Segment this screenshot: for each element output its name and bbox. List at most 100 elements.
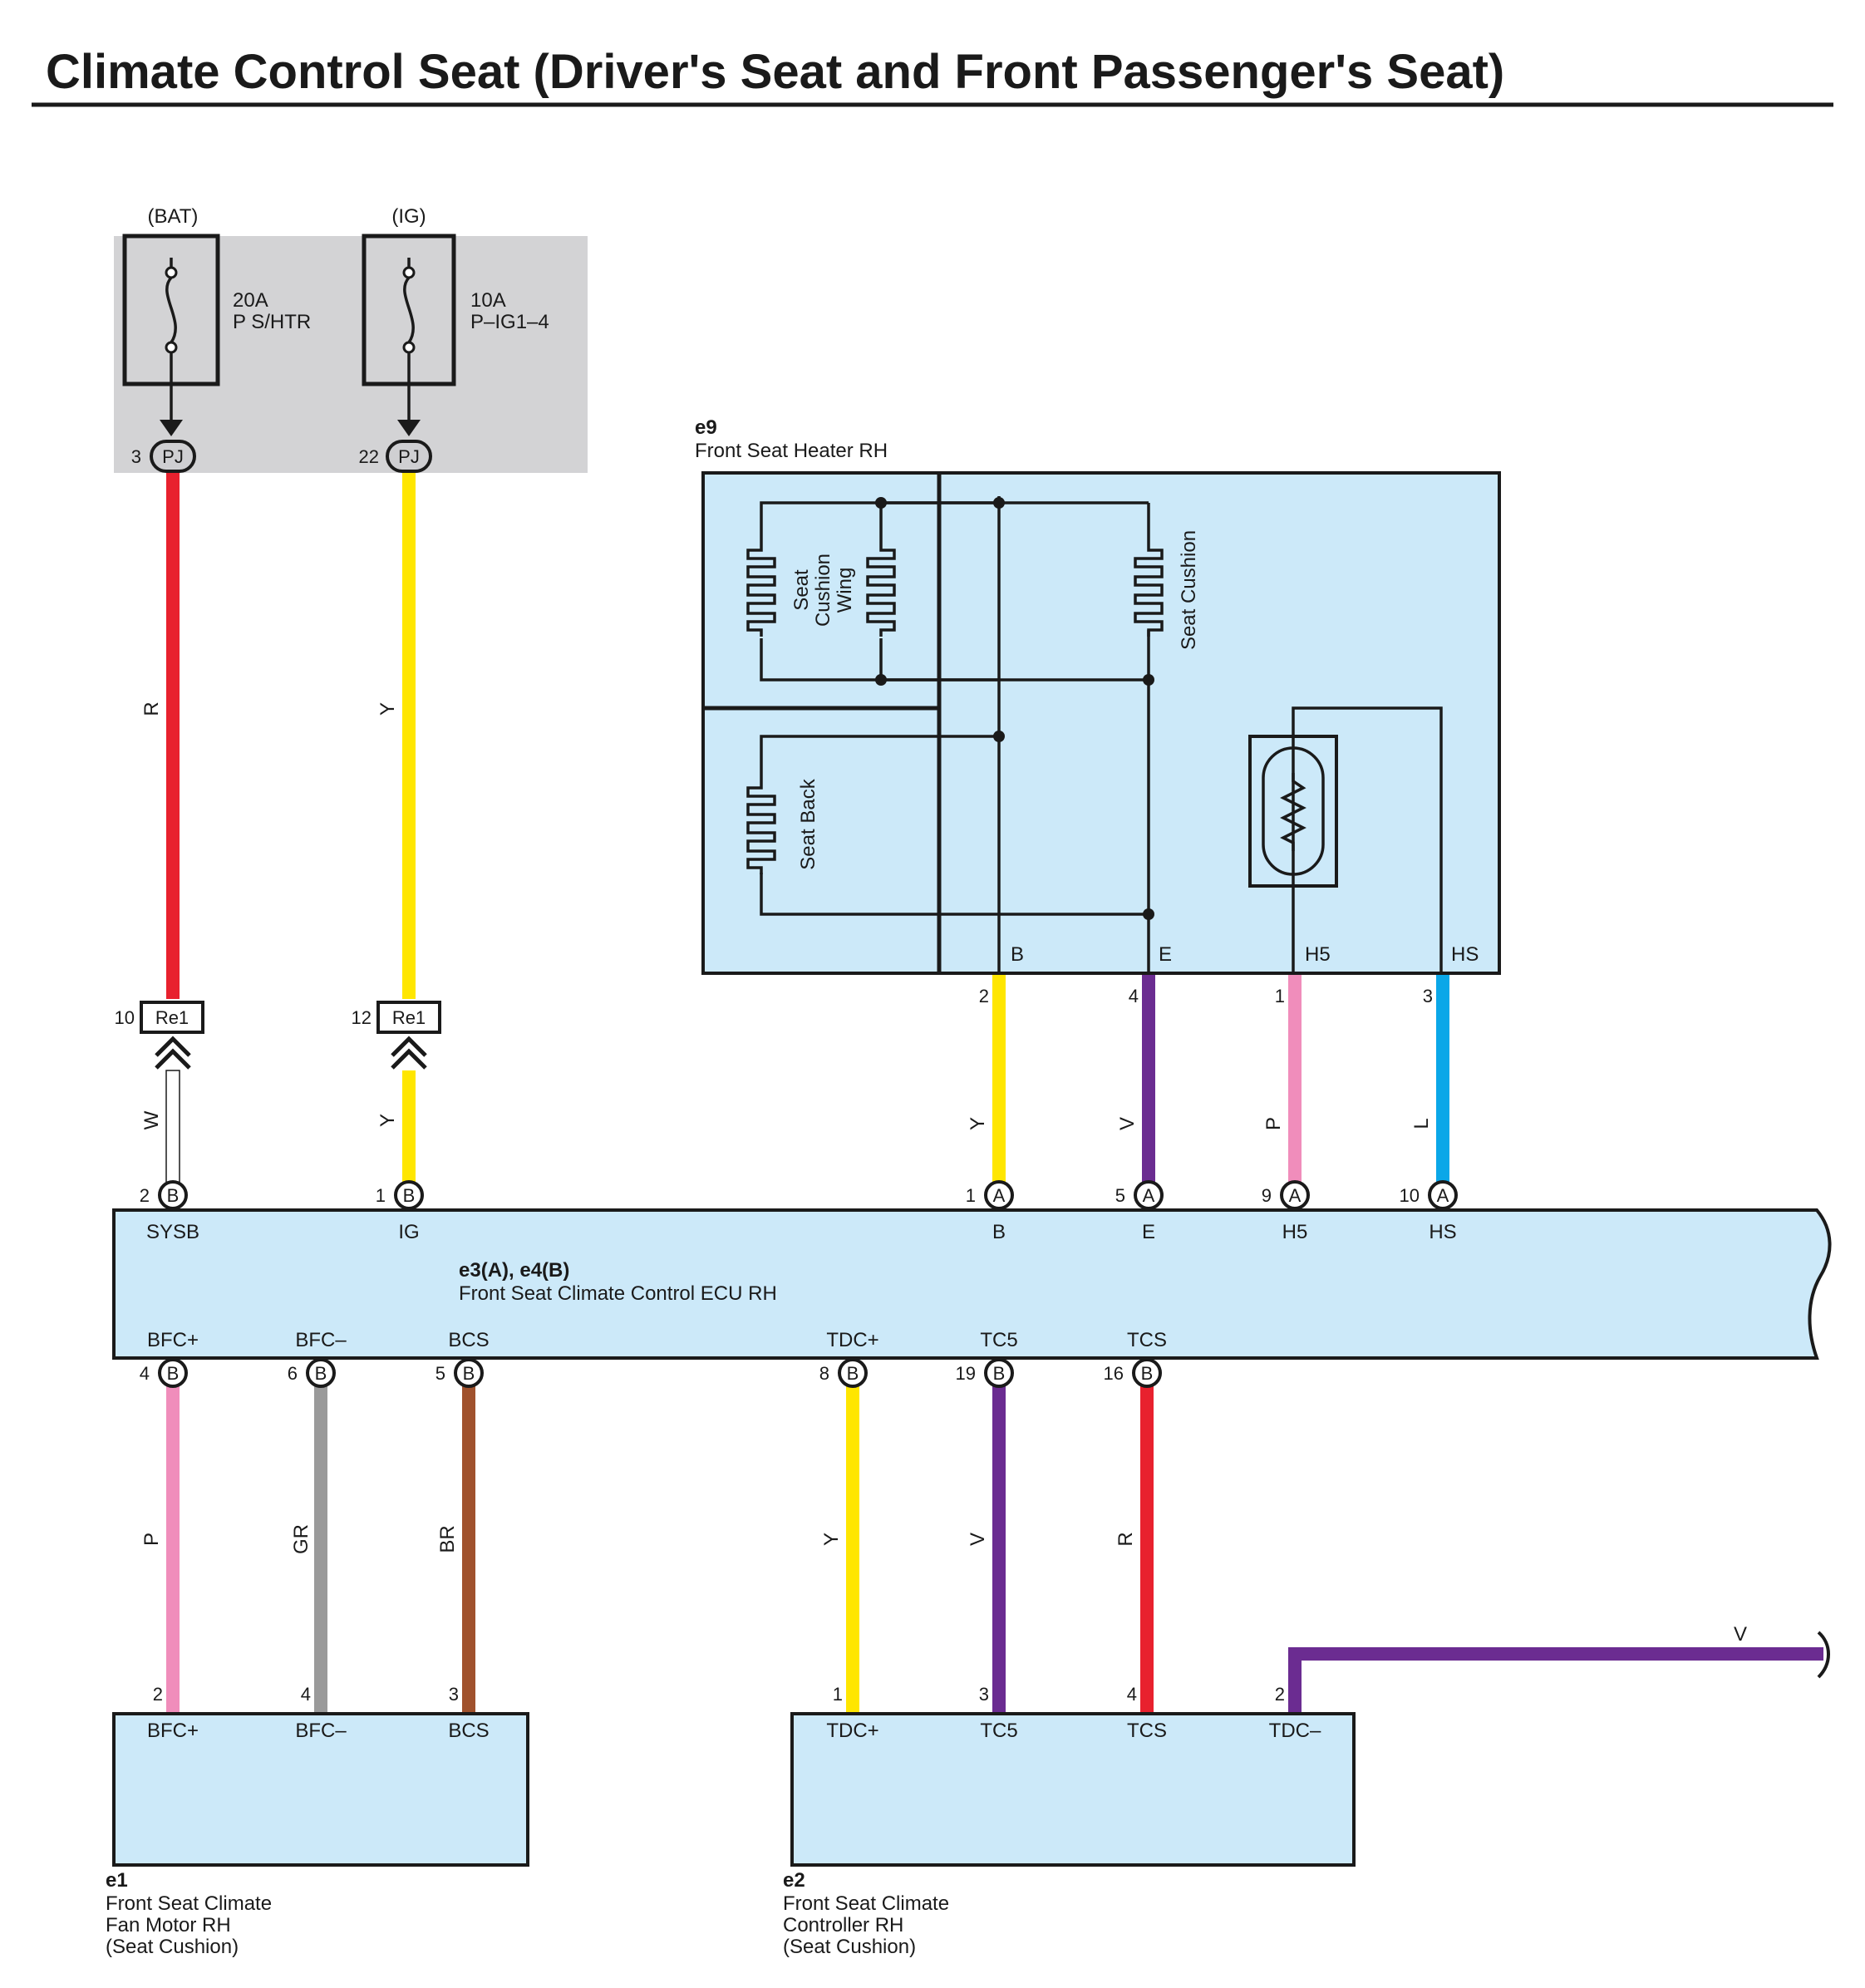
wire-code: V — [1116, 1117, 1139, 1130]
wire-code: L — [1410, 1118, 1433, 1129]
pin-number: 2 — [140, 1185, 150, 1206]
terminal-label: BCS — [448, 1329, 489, 1351]
terminal-label: E — [1159, 943, 1172, 966]
wire-code: P — [140, 1533, 163, 1546]
terminal-label: SYSB — [146, 1221, 199, 1243]
component-name: Front Seat Heater RH — [695, 440, 888, 462]
svg-text:B: B — [993, 1363, 1006, 1384]
svg-text:A: A — [1289, 1185, 1302, 1206]
svg-text:B: B — [403, 1185, 416, 1206]
fuse-source-label: (IG) — [391, 205, 426, 228]
terminal-label: E — [1142, 1221, 1155, 1243]
component-name: Fan Motor RH — [106, 1914, 231, 1936]
wire-code: Y — [820, 1533, 843, 1546]
terminal-label: TDC+ — [826, 1720, 878, 1742]
pin-number: 10 — [115, 1007, 135, 1028]
svg-text:PJ: PJ — [162, 446, 184, 467]
wire-code: BR — [436, 1525, 459, 1553]
pin-number: 2 — [979, 986, 989, 1006]
terminal-label: TC5 — [980, 1329, 1017, 1351]
terminal-label: TCS — [1127, 1329, 1167, 1351]
wire-code: V — [967, 1533, 989, 1546]
component-name: Front Seat Climate — [106, 1892, 272, 1915]
element-label-cushion: Seat Cushion — [1178, 530, 1200, 650]
component-code: e9 — [695, 416, 717, 439]
pin-number: 3 — [131, 446, 141, 467]
component-name: Front Seat Climate Control ECU RH — [459, 1282, 777, 1305]
terminal-label: HS — [1451, 943, 1479, 966]
connector-re1-12: Re1 12 — [352, 1001, 441, 1070]
terminal-label: BFC+ — [147, 1720, 199, 1742]
component-name: Front Seat Climate — [783, 1892, 949, 1915]
component-code: e2 — [783, 1869, 805, 1892]
terminal-label: BFC– — [295, 1329, 347, 1351]
pin-number: 5 — [435, 1363, 445, 1384]
pin-number: 1 — [833, 1684, 843, 1705]
pin-number: 1 — [376, 1185, 386, 1206]
fuse-area — [114, 236, 588, 473]
fuse-name: P S/HTR — [233, 311, 311, 333]
svg-text:A: A — [1143, 1185, 1155, 1206]
element-label-back: Seat Back — [797, 778, 819, 869]
fuse-source-label: (BAT) — [148, 205, 199, 228]
wire-code: Y — [967, 1117, 989, 1130]
svg-text:B: B — [1141, 1363, 1154, 1384]
svg-text:B: B — [847, 1363, 859, 1384]
component-code: e3(A), e4(B) — [459, 1259, 569, 1282]
pin-number: 1 — [1275, 986, 1285, 1006]
wire-code: Y — [376, 702, 399, 716]
svg-text:B: B — [315, 1363, 327, 1384]
svg-text:Re1: Re1 — [155, 1007, 189, 1028]
wire-w-sysb — [165, 1070, 180, 1186]
arrow-down-icon — [160, 420, 183, 436]
component-code: e1 — [106, 1869, 128, 1892]
wire-break-icon — [1817, 1631, 1830, 1679]
svg-text:A: A — [1437, 1185, 1449, 1206]
svg-text:B: B — [463, 1363, 475, 1384]
terminal-label: TDC+ — [826, 1329, 878, 1351]
connector-pj-22: PJ 22 — [359, 440, 432, 473]
element-label-wing: Wing — [834, 568, 856, 613]
pin-number: 1 — [966, 1185, 976, 1206]
pin-number: 5 — [1115, 1185, 1125, 1206]
component-name: Controller RH — [783, 1914, 903, 1936]
heater-element-icon — [1134, 544, 1164, 637]
terminal-label: HS — [1429, 1221, 1456, 1243]
double-chevron-icon — [155, 1036, 191, 1070]
wire-code: R — [140, 701, 163, 716]
fuse-name: P–IG1–4 — [470, 311, 549, 333]
pin-number: 10 — [1400, 1185, 1420, 1206]
connector-pj-3: PJ 3 — [131, 440, 196, 473]
pin-number: 12 — [352, 1007, 372, 1028]
page-title: Climate Control Seat (Driver's Seat and … — [46, 45, 1504, 99]
fuse-p-s-htr: (BAT) 20A P S/HTR — [122, 205, 311, 436]
terminal-label: H5 — [1282, 1221, 1308, 1243]
pin-number: 8 — [819, 1363, 829, 1384]
pin-number: 16 — [1104, 1363, 1124, 1384]
svg-text:B: B — [167, 1363, 180, 1384]
element-label-wing: Seat — [790, 569, 813, 611]
pin-number: 3 — [449, 1684, 459, 1705]
heater-element-icon — [746, 781, 776, 874]
wire-v-tdc-minus — [1288, 1647, 1823, 1714]
svg-text:Re1: Re1 — [392, 1007, 426, 1028]
svg-text:B: B — [167, 1185, 180, 1206]
fuse-icon — [403, 276, 415, 343]
terminal-label: TCS — [1127, 1720, 1167, 1742]
pin-number: 4 — [1129, 986, 1139, 1006]
pin-number: 6 — [288, 1363, 298, 1384]
fuse-icon — [165, 276, 177, 343]
arrow-down-icon — [397, 420, 421, 436]
wire-code: R — [1115, 1532, 1137, 1546]
wire-code: P — [1262, 1117, 1285, 1130]
fuse-rating: 10A — [470, 289, 506, 312]
pin-number: 2 — [153, 1684, 163, 1705]
wire-code: GR — [290, 1524, 312, 1554]
ecu-top-connectors: B 2 B 1 A 1 A 5 A 9 A 10 — [140, 1180, 1458, 1210]
terminal-label: B — [1011, 943, 1024, 966]
pin-number: 2 — [1275, 1684, 1285, 1705]
front-seat-climate-fan-motor-rh: 2 4 3 BFC+ BFC– BCS e1 Front Seat Climat… — [106, 1684, 529, 1958]
fuse-p-ig1-4: (IG) 10A P–IG1–4 — [362, 205, 549, 436]
heater-element-icon — [866, 544, 896, 637]
